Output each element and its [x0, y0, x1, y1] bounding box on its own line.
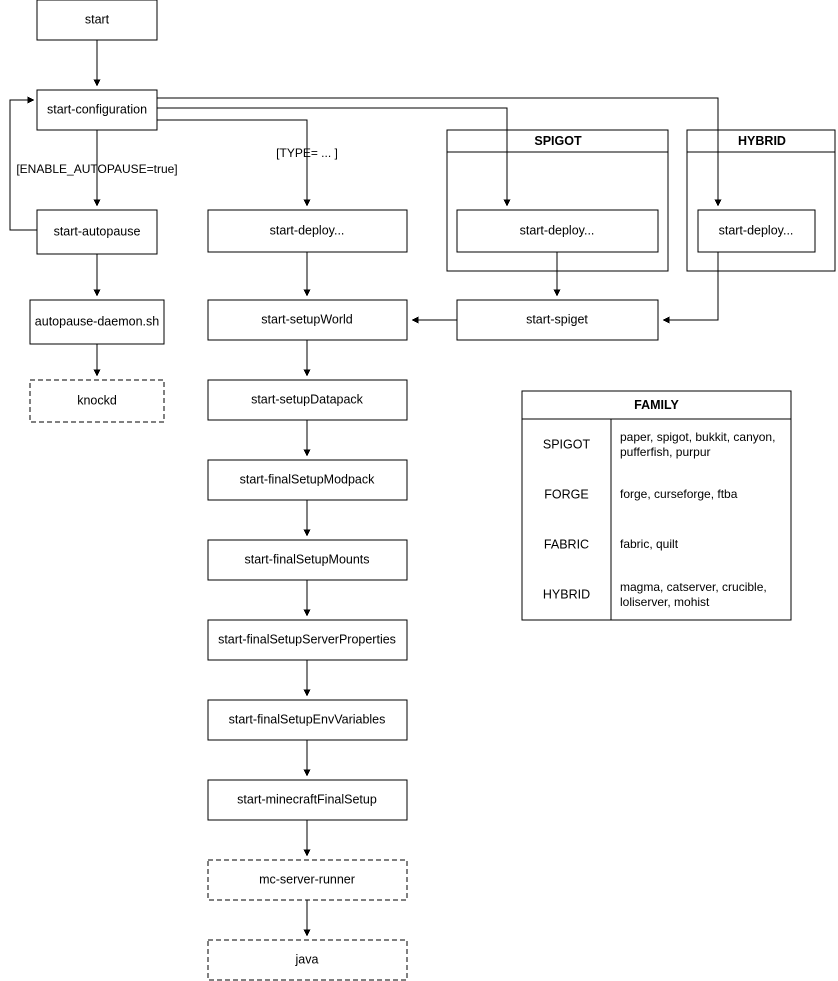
node-start-deploy-spigot-label: start-deploy... [520, 223, 595, 237]
node-start-deploy-spigot[interactable]: start-deploy... [456, 209, 659, 253]
node-start-setupworld[interactable]: start-setupWorld [207, 299, 408, 341]
family-row-key: HYBRID [543, 587, 590, 601]
node-java-label: java [295, 952, 319, 966]
node-start-deploy-hybrid[interactable]: start-deploy... [697, 209, 816, 253]
family-table-title: FAMILY [634, 398, 679, 412]
edge-deploy-hybrid-to-spiget [662, 252, 719, 324]
family-row-value-line1: paper, spigot, bukkit, canyon, [620, 430, 775, 444]
node-start-deploy-hybrid-label: start-deploy... [719, 223, 794, 237]
node-start-deploy-hybrid-box[interactable] [697, 209, 816, 253]
node-mc-server-runner-box[interactable] [207, 859, 408, 901]
family-row-value-line2: loliserver, mohist [620, 595, 710, 609]
node-start-configuration-label: start-configuration [47, 102, 147, 116]
node-knockd[interactable]: knockd [29, 379, 165, 423]
edge-autopause-loop-back-to-configuration [9, 96, 37, 231]
node-start-finalsetupenvvariables[interactable]: start-finalSetupEnvVariables [207, 699, 408, 741]
node-start-configuration-box[interactable] [36, 89, 158, 131]
node-start-finalsetupmodpack-label: start-finalSetupModpack [240, 472, 376, 486]
family-row-value-line1: magma, catserver, crucible, [620, 580, 767, 594]
node-start-configuration[interactable]: start-configuration [36, 89, 158, 131]
node-start-setupdatapack[interactable]: start-setupDatapack [207, 379, 408, 421]
family-row-key: FORGE [544, 487, 588, 501]
node-autopause-daemon[interactable]: autopause-daemon.sh [29, 299, 165, 345]
node-java[interactable]: java [207, 939, 408, 981]
node-start-finalsetupenvvariables-label: start-finalSetupEnvVariables [229, 712, 386, 726]
family-row-key: SPIGOT [543, 437, 591, 451]
node-start-finalsetupserverproperties[interactable]: start-finalSetupServerProperties [207, 619, 408, 661]
node-start-deploy-spigot-box[interactable] [456, 209, 659, 253]
node-start-deploy-main-label: start-deploy... [270, 223, 345, 237]
node-start-finalsetupmounts-label: start-finalSetupMounts [244, 552, 369, 566]
node-start-finalsetupmounts[interactable]: start-finalSetupMounts [207, 539, 408, 581]
node-start-autopause-box[interactable] [36, 209, 158, 255]
node-start-autopause-label: start-autopause [54, 224, 141, 238]
node-start-spiget-label: start-spiget [526, 312, 588, 326]
node-knockd-label: knockd [77, 393, 117, 407]
family-row-value-line1: forge, curseforge, ftba [620, 487, 738, 501]
node-start-spiget[interactable]: start-spiget [456, 299, 659, 341]
node-start-setupdatapack-box[interactable] [207, 379, 408, 421]
node-start-deploy-main[interactable]: start-deploy... [207, 209, 408, 253]
node-start-deploy-main-box[interactable] [207, 209, 408, 253]
family-table: FAMILY SPIGOT paper, spigot, bukkit, can… [521, 390, 792, 621]
family-row-key: FABRIC [544, 537, 589, 551]
node-start-spiget-box[interactable] [456, 299, 659, 341]
edge-label-enable-autopause: [ENABLE_AUTOPAUSE=true] [16, 162, 177, 176]
node-start-minecraftfinalsetup-label: start-minecraftFinalSetup [237, 792, 377, 806]
node-start[interactable]: start [36, 0, 158, 41]
node-start-setupdatapack-label: start-setupDatapack [251, 392, 364, 406]
family-row-value-line2: pufferfish, purpur [620, 445, 711, 459]
node-start-finalsetupmodpack-box[interactable] [207, 459, 408, 501]
edge-configuration-to-deploy-main [157, 119, 311, 207]
node-autopause-daemon-box[interactable] [29, 299, 165, 345]
edge-configuration-to-deploy-hybrid [157, 97, 722, 207]
node-knockd-box[interactable] [29, 379, 165, 423]
node-start-minecraftfinalsetup-box[interactable] [207, 779, 408, 821]
node-start-setupworld-box[interactable] [207, 299, 408, 341]
edge-configuration-to-deploy-spigot [157, 107, 511, 207]
node-start-setupworld-label: start-setupWorld [261, 312, 353, 326]
node-start-minecraftfinalsetup[interactable]: start-minecraftFinalSetup [207, 779, 408, 821]
edge-label-type: [TYPE= ... ] [276, 146, 338, 160]
family-row-value-line1: fabric, quilt [620, 537, 679, 551]
node-start-finalsetupserverproperties-label: start-finalSetupServerProperties [218, 632, 396, 646]
node-start-autopause[interactable]: start-autopause [36, 209, 158, 255]
family-table-box [521, 390, 792, 621]
node-start-finalsetupenvvariables-box[interactable] [207, 699, 408, 741]
node-start-finalsetupmodpack[interactable]: start-finalSetupModpack [207, 459, 408, 501]
node-java-box[interactable] [207, 939, 408, 981]
node-autopause-daemon-label: autopause-daemon.sh [35, 314, 159, 328]
group-spigot-title: SPIGOT [534, 134, 582, 148]
node-mc-server-runner-label: mc-server-runner [259, 872, 355, 886]
node-start-finalsetupserverproperties-box[interactable] [207, 619, 408, 661]
node-mc-server-runner[interactable]: mc-server-runner [207, 859, 408, 901]
node-start-box[interactable] [36, 0, 158, 41]
group-hybrid-title: HYBRID [738, 134, 786, 148]
node-start-label: start [85, 12, 110, 26]
node-start-finalsetupmounts-box[interactable] [207, 539, 408, 581]
